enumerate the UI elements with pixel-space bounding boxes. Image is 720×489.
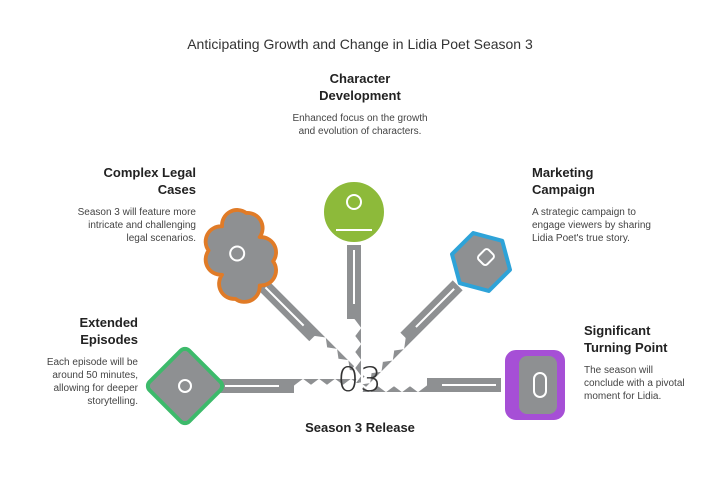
item-text: A strategic campaign to engage viewers b… <box>532 207 651 244</box>
key-complex-legal-cases <box>203 208 373 395</box>
key-head-clover <box>203 208 278 304</box>
key-hole <box>178 379 192 393</box>
item-text: Season 3 will feature more intricate and… <box>77 207 196 244</box>
item-heading: Marketing Campaign <box>532 165 595 197</box>
key-extended-episodes <box>145 346 368 426</box>
key-character-development <box>322 180 386 393</box>
key-hole <box>346 194 362 210</box>
key-head-round <box>322 180 386 244</box>
item-text: The season will conclude with a pivotal … <box>584 365 685 402</box>
item-heading: Significant Turning Point <box>584 323 668 355</box>
item-character-development: Character Development Enhanced focus on … <box>290 70 430 138</box>
item-complex-legal-cases: Complex Legal Cases Season 3 will featur… <box>72 164 196 245</box>
item-marketing-campaign: Marketing Campaign A strategic campaign … <box>532 164 658 245</box>
key-hole <box>477 248 495 266</box>
item-heading: Character Development <box>319 71 401 103</box>
item-text: Enhanced focus on the growth and evoluti… <box>292 113 428 137</box>
item-heading: Extended Episodes <box>79 315 138 347</box>
key-head-diamond <box>145 346 225 426</box>
item-extended-episodes: Extended Episodes Each episode will be a… <box>26 314 138 408</box>
center-number: 03 <box>337 360 383 400</box>
center-label: Season 3 Release <box>305 420 415 435</box>
item-text: Each episode will be around 50 minutes, … <box>46 357 138 407</box>
item-heading: Complex Legal Cases <box>103 165 196 197</box>
key-marketing-campaign <box>347 231 512 396</box>
page-title: Anticipating Growth and Change in Lidia … <box>187 36 533 52</box>
key-hole <box>229 245 246 262</box>
key-significant-turning-point <box>353 348 567 422</box>
item-significant-turning-point: Significant Turning Point The season wil… <box>584 322 694 403</box>
key-hole <box>533 372 547 398</box>
